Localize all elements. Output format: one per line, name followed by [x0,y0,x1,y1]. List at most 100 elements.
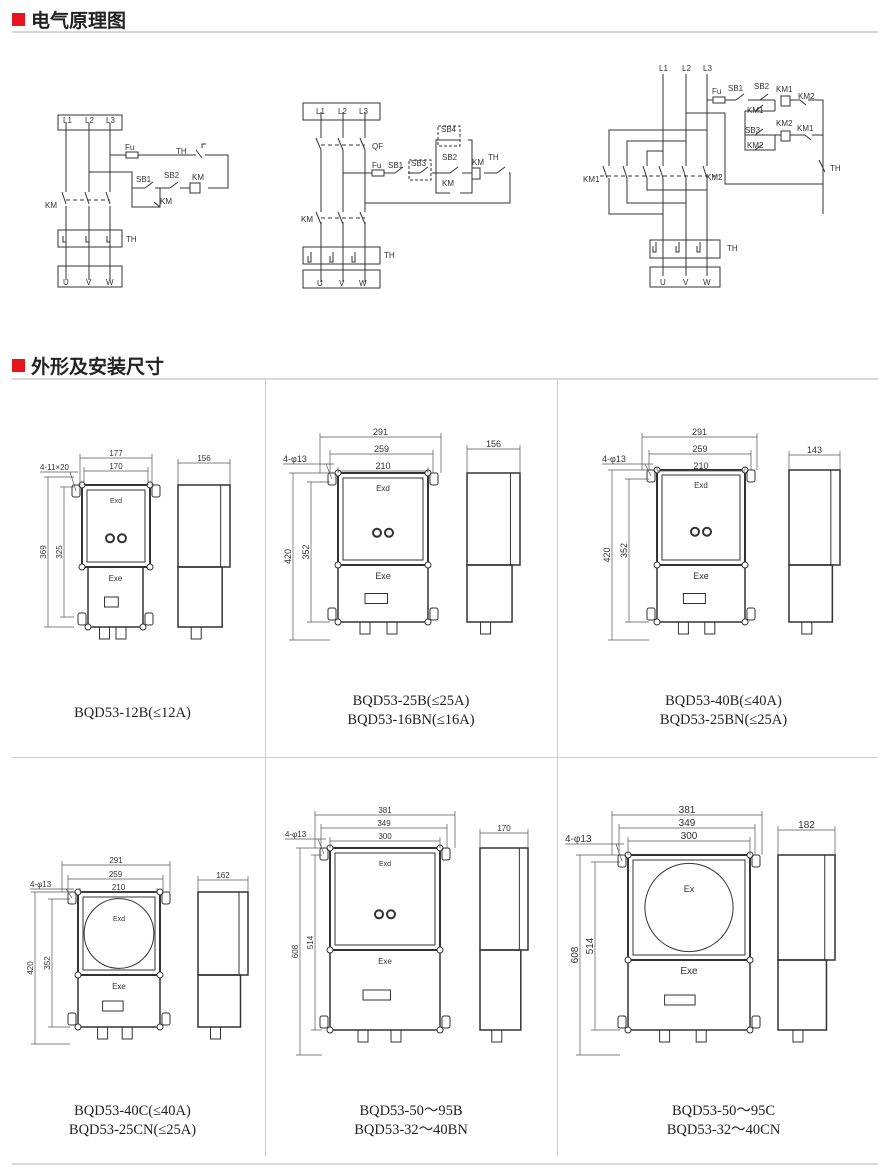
dimension-depth: 162 [216,871,230,880]
bolt-icon [436,946,444,954]
cable-gland [491,1029,503,1043]
dimension-depth: 156 [486,439,501,449]
button-icon [374,909,384,920]
lower-marking: Exe [378,957,392,966]
mounting-foot [71,484,81,498]
lower-marking: Exe [375,571,391,581]
upper-marking: Exd [376,484,390,493]
label-km2-aux: KM2 [747,141,764,150]
mounting-foot [429,472,439,486]
label-km1-nc: KM1 [797,124,814,133]
bolt-icon [436,1026,444,1034]
model-name: BQD53-40C(≤40A) [74,1103,191,1119]
dimension-height: 514 [585,937,596,954]
display-window [364,593,388,604]
dimension-width: 300 [378,832,392,841]
mounting-foot [646,607,656,621]
divider [12,378,878,380]
cable-gland [115,626,127,640]
red-square-icon [12,13,25,26]
cable-gland [357,1029,369,1043]
model-name: BQD53-12B(≤12A) [74,705,191,721]
upper-window [82,896,156,971]
dimension-depth: 156 [197,454,211,463]
label-km1-aux: KM1 [747,106,764,115]
lower-enclosure [329,949,441,1031]
label-th: TH [488,153,499,162]
cable-gland [359,621,371,635]
mounting-holes-label: 4-φ13 [565,834,592,845]
dimension-width: 291 [692,427,707,437]
label-sb4: SB4 [441,125,457,134]
product-caption: BQD53-40C(≤40A) BQD53-25CN(≤25A) [0,1102,265,1140]
label-fu: Fu [125,143,134,152]
button-icon [702,526,712,537]
terminal-u: U [660,278,666,287]
mounting-holes-label: 4-11×20 [40,463,70,472]
mounting-foot [67,891,77,905]
upper-window [86,489,146,563]
dimension-lines [565,811,836,1056]
dimension-width: 259 [692,444,707,454]
model-name: BQD53-25CN(≤25A) [68,1122,197,1138]
wiring-diagram-3: L1 L2 L3 U V W Fu SB1 SB2 KM1 KM2 KM1 SB… [583,64,841,288]
section-title: 电气原理图 [31,10,127,32]
terminal-u: U [317,279,323,288]
upper-window [334,852,436,946]
cable-gland [659,1029,671,1043]
upper-marking: Exd [694,481,708,490]
label-km-coil: KM [192,173,204,182]
bolt-icon [653,561,661,569]
mounting-foot [67,1012,77,1026]
dimension-height: 420 [602,547,612,562]
lower-enclosure [627,959,751,1031]
dimension-height: 369 [39,545,48,559]
mounting-foot [319,847,329,861]
terminal-l1: L1 [63,116,72,125]
cable-gland [99,626,110,640]
cable-gland [386,621,398,635]
label-km1: KM1 [583,175,600,184]
cable-gland [190,626,202,640]
divider [12,31,878,33]
side-lower [466,564,513,623]
bolt-icon [624,1026,632,1034]
model-name: BQD53-32～40BN [354,1122,468,1138]
dimension-height: 325 [55,545,64,559]
model-name: BQD53-32～40CN [666,1122,781,1138]
bolt-icon [74,1023,82,1031]
bolt-icon [653,618,661,626]
bolt-icon [424,618,432,626]
lower-marking: Exe [112,982,126,991]
label-sb1: SB1 [136,175,152,184]
side-lower [788,564,834,623]
cable-gland [792,1029,804,1043]
section-header-outline: 外形及安装尺寸 [12,352,164,379]
model-name: BQD53-40B(≤40A) [665,693,782,709]
wiring-diagrams: L1 L2 L3 U V W Fu TH KM SB1 SB2 KM KM TH [45,64,841,289]
mounting-foot [144,612,154,626]
terminal-l2: L2 [338,107,347,116]
dimension-width: 210 [693,461,708,471]
button-icon [372,527,382,538]
upper-marking: Exd [110,498,122,505]
upper-window [661,474,741,561]
label-sb1: SB1 [388,161,404,170]
bolt-icon [156,1023,164,1031]
lower-marking: Exe [109,574,123,583]
cable-gland [210,1026,221,1040]
side-lower [197,974,242,1028]
dimension-width: 210 [112,883,126,892]
dimension-height: 352 [43,956,52,970]
label-sb1: SB1 [728,84,744,93]
button-icon [386,909,396,920]
grid-divider [557,380,558,1156]
